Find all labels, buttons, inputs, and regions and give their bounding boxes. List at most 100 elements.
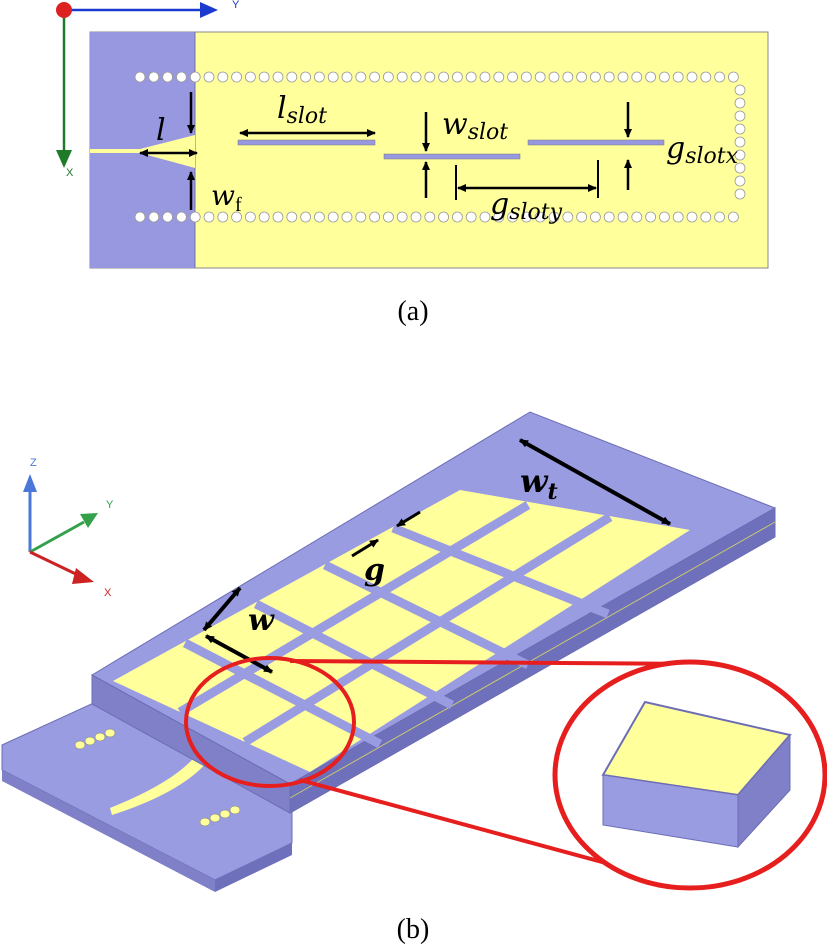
via-hole xyxy=(576,211,587,223)
via-hole xyxy=(217,71,229,83)
via-hole xyxy=(734,162,746,174)
via-hole xyxy=(686,211,698,223)
via-hole xyxy=(162,211,174,223)
via-hole xyxy=(493,71,505,83)
unit-cell-side xyxy=(737,733,791,849)
dim-w-arrow-1 xyxy=(202,586,242,632)
via-hole xyxy=(548,71,560,83)
label-wt: wt xyxy=(520,462,558,505)
via-hole xyxy=(231,211,243,223)
via-hole xyxy=(562,71,574,83)
via-hole xyxy=(479,71,491,83)
via-hole xyxy=(341,211,353,223)
via-hole xyxy=(521,211,532,223)
via-hole xyxy=(507,211,518,223)
via-hole xyxy=(734,110,746,122)
axis-z-label: Z xyxy=(30,457,37,469)
via-hole xyxy=(493,211,505,223)
patch-gaps xyxy=(177,501,613,748)
via-hole xyxy=(369,211,381,223)
slot-3 xyxy=(527,139,665,146)
zoom-line-top xyxy=(289,659,699,666)
via-hole xyxy=(465,211,477,223)
label-g: g xyxy=(364,553,385,588)
via-hole xyxy=(175,71,187,83)
via-hole xyxy=(355,211,367,223)
via-hole xyxy=(396,211,408,223)
via-hole xyxy=(410,211,422,223)
axis-y3d-label: Y xyxy=(106,499,114,511)
panel-a: Y X l wf lslot xyxy=(56,0,769,327)
label-lslot: lslot xyxy=(277,91,327,129)
via-hole xyxy=(590,71,601,83)
via-hole xyxy=(734,123,746,135)
label-gslotx: gslotx xyxy=(666,131,739,169)
via-hole xyxy=(700,211,712,223)
via-hole xyxy=(424,71,436,83)
dim-w-arrow-2 xyxy=(205,634,273,674)
via-hole xyxy=(734,175,746,187)
feed-vias xyxy=(74,728,241,827)
via-hole xyxy=(714,71,725,83)
via-hole xyxy=(734,149,746,161)
via-hole xyxy=(734,84,746,96)
highlight-circle xyxy=(184,656,356,788)
via-hole xyxy=(438,71,450,83)
via-hole xyxy=(382,71,394,83)
via-hole xyxy=(272,211,284,223)
feed-taper-3d xyxy=(110,750,215,815)
via-hole xyxy=(534,211,546,223)
via-hole xyxy=(465,71,477,83)
via-hole xyxy=(521,71,532,83)
via-hole xyxy=(451,71,463,83)
via-hole xyxy=(396,71,408,83)
via-hole xyxy=(203,211,215,223)
via-hole xyxy=(258,211,270,223)
panel-b-axes: Z Y X xyxy=(23,457,114,599)
label-gsloty: gsloty xyxy=(490,187,563,225)
unit-cell-zoom xyxy=(601,700,792,849)
via-hole xyxy=(148,71,160,83)
via-hole xyxy=(700,71,712,83)
via-hole xyxy=(203,71,215,83)
via-hole xyxy=(562,211,574,223)
via-hole xyxy=(645,71,656,83)
caption-a: (a) xyxy=(397,296,428,327)
via-hole xyxy=(300,71,312,83)
via-hole xyxy=(286,211,298,223)
via-hole xyxy=(734,188,746,200)
via-hole xyxy=(617,71,629,83)
axis-x3d-label: X xyxy=(104,587,112,599)
via-hole xyxy=(534,71,546,83)
label-wf: wf xyxy=(211,179,242,216)
slot-2 xyxy=(383,153,521,160)
via-hole xyxy=(217,211,229,223)
via-hole xyxy=(189,211,201,223)
via-hole xyxy=(341,71,353,83)
via-hole xyxy=(244,211,256,223)
caption-b: (b) xyxy=(397,914,430,945)
via-hole xyxy=(327,211,339,223)
via-hole xyxy=(631,71,643,83)
via-hole xyxy=(424,211,436,223)
via-hole xyxy=(438,211,450,223)
via-hole xyxy=(175,211,187,223)
via-hole xyxy=(548,211,560,223)
via-hole xyxy=(327,71,339,83)
via-hole xyxy=(410,71,422,83)
dim-g-arrow-1 xyxy=(351,538,379,558)
via-hole xyxy=(714,211,725,223)
via-hole xyxy=(645,211,656,223)
via-hole xyxy=(590,211,601,223)
via-hole xyxy=(672,211,684,223)
via-hole xyxy=(686,71,698,83)
via-hole xyxy=(672,71,684,83)
via-hole xyxy=(507,71,518,83)
label-l: l xyxy=(156,113,166,148)
via-hole xyxy=(659,71,670,83)
via-hole xyxy=(617,211,629,223)
via-hole xyxy=(479,211,491,223)
via-hole xyxy=(576,71,587,83)
via-hole xyxy=(728,71,739,83)
